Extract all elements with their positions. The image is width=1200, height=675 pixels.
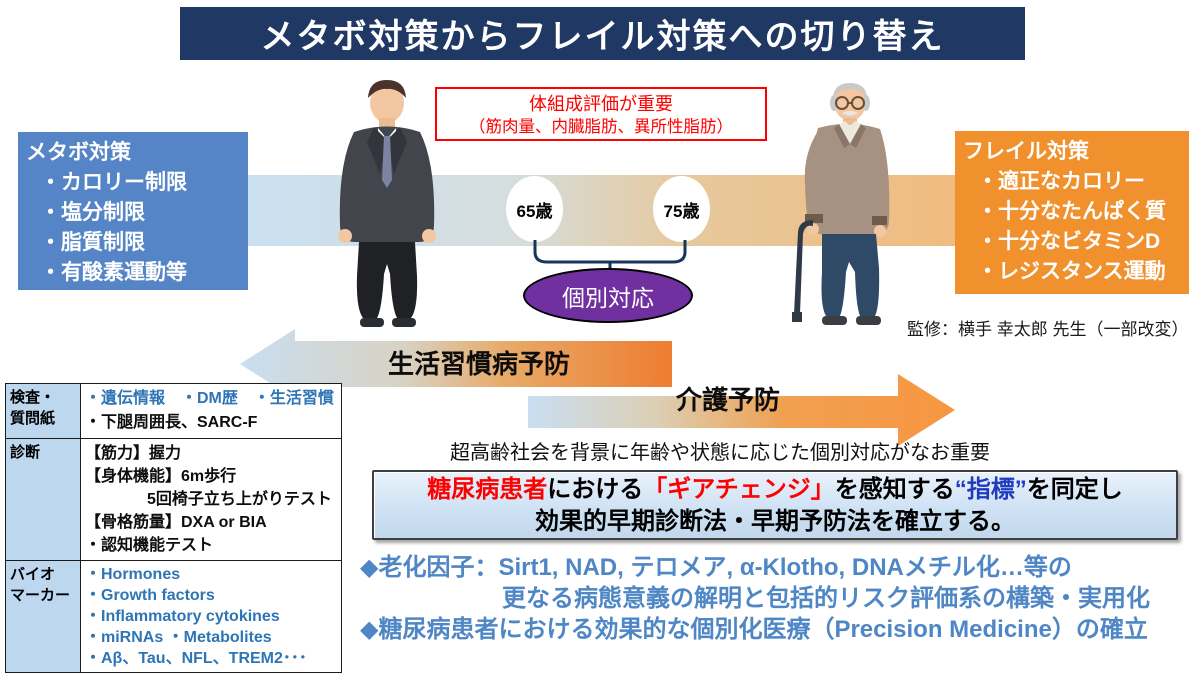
- metabo-item: ・有酸素運動等: [40, 261, 187, 284]
- research-goal-line: ◆糖尿病患者における効果的な個別化医療（Precision Medicine）の…: [360, 616, 1148, 643]
- row-content-biomarker: ・Hormones ・Growth factors ・Inflammatory …: [80, 560, 342, 673]
- lifestyle-arrow: [240, 329, 672, 399]
- middle-aged-man-illustration: [338, 80, 436, 327]
- body-composition-note: 体組成評価が重要 （筋肉量、内臓脂肪、異所性脂肪）: [435, 87, 767, 141]
- page-title: メタボ対策からフレイル対策への切り替え: [180, 7, 1025, 60]
- research-goal-line: ◆老化因子：Sirt1, NAD, テロメア, α-Klotho, DNAメチル…: [360, 554, 1072, 581]
- aging-society-statement: 超高齢社会を背景に年齢や状態に応じた個別対応がなお重要: [450, 442, 990, 464]
- goal-line1: 糖尿病患者における「ギアチェンジ」を感知する“指標”を同定し: [427, 476, 1123, 503]
- elderly-man-illustration: [792, 83, 890, 325]
- frailty-item: ・適正なカロリー: [977, 170, 1145, 193]
- frailty-title: フレイル対策: [963, 140, 1089, 163]
- note-line2: （筋肉量、内臓脂肪、異所性脂肪）: [469, 118, 733, 136]
- row-header-diagnosis: 診断: [5, 438, 81, 561]
- goal-line2: 効果的早期診断法・早期予防法を確立する。: [535, 508, 1015, 535]
- frailty-item: ・十分なたんぱく質: [977, 200, 1166, 223]
- examination-table: 検査・ 質問紙 ・遺伝情報 ・DM歴 ・生活習慣 ・下腿周囲長、SARC-F 診…: [5, 383, 342, 673]
- supervision-credit: 監修：横手 幸太郎 先生（一部改変）: [907, 320, 1189, 339]
- metabo-item: ・塩分制限: [40, 201, 145, 224]
- care-prevention-label: 介護予防: [676, 385, 781, 415]
- lifestyle-disease-prevention-label: 生活習慣病予防: [388, 349, 571, 379]
- row-content-diagnosis: 【筋力】握力 【身体機能】6m歩行 5回椅子立ち上がりテスト 【骨格筋量】DXA…: [80, 438, 342, 561]
- table-row: バイオ マーカー ・Hormones ・Growth factors ・Infl…: [5, 560, 342, 673]
- metabo-item: ・脂質制限: [40, 231, 145, 254]
- frailty-item: ・十分なビタミンD: [977, 230, 1161, 253]
- frailty-item: ・レジスタンス運動: [977, 260, 1166, 283]
- age-75-marker: 75歳: [653, 176, 710, 242]
- goal-seg-diabetes: 糖尿病患者: [427, 476, 548, 503]
- prevention-arrows: [240, 329, 955, 446]
- goal-seg-indicator: “指標”: [954, 476, 1027, 503]
- metabo-item: ・カロリー制限: [40, 171, 187, 194]
- row-header-exam: 検査・ 質問紙: [5, 383, 81, 439]
- research-goal-line: 更なる病態意義の解明と包括的リスク評価系の構築・実用化: [502, 585, 1150, 612]
- research-goals-list: ◆老化因子：Sirt1, NAD, テロメア, α-Klotho, DNAメチル…: [360, 552, 1150, 645]
- note-line1: 体組成評価が重要: [529, 94, 673, 114]
- care-arrow: [528, 374, 955, 446]
- goal-seg-gearchange: 「ギアチェンジ」: [643, 476, 835, 503]
- row-header-biomarker: バイオ マーカー: [5, 560, 81, 673]
- row-content-exam: ・遺伝情報 ・DM歴 ・生活習慣 ・下腿周囲長、SARC-F: [80, 383, 342, 439]
- table-row: 診断 【筋力】握力 【身体機能】6m歩行 5回椅子立ち上がりテスト 【骨格筋量】…: [5, 438, 342, 561]
- research-goal-box: 糖尿病患者における「ギアチェンジ」を感知する“指標”を同定し 効果的早期診断法・…: [372, 470, 1178, 540]
- frailty-measures-box: フレイル対策 ・適正なカロリー ・十分なたんぱく質 ・十分なビタミンD ・レジス…: [955, 131, 1189, 294]
- individual-response-ellipse: 個別対応: [523, 268, 693, 323]
- metabo-title: メタボ対策: [26, 141, 131, 164]
- age-65-marker: 65歳: [506, 176, 563, 242]
- metabo-measures-box: メタボ対策 ・カロリー制限 ・塩分制限 ・脂質制限 ・有酸素運動等: [18, 132, 248, 290]
- table-row: 検査・ 質問紙 ・遺伝情報 ・DM歴 ・生活習慣 ・下腿周囲長、SARC-F: [5, 383, 342, 439]
